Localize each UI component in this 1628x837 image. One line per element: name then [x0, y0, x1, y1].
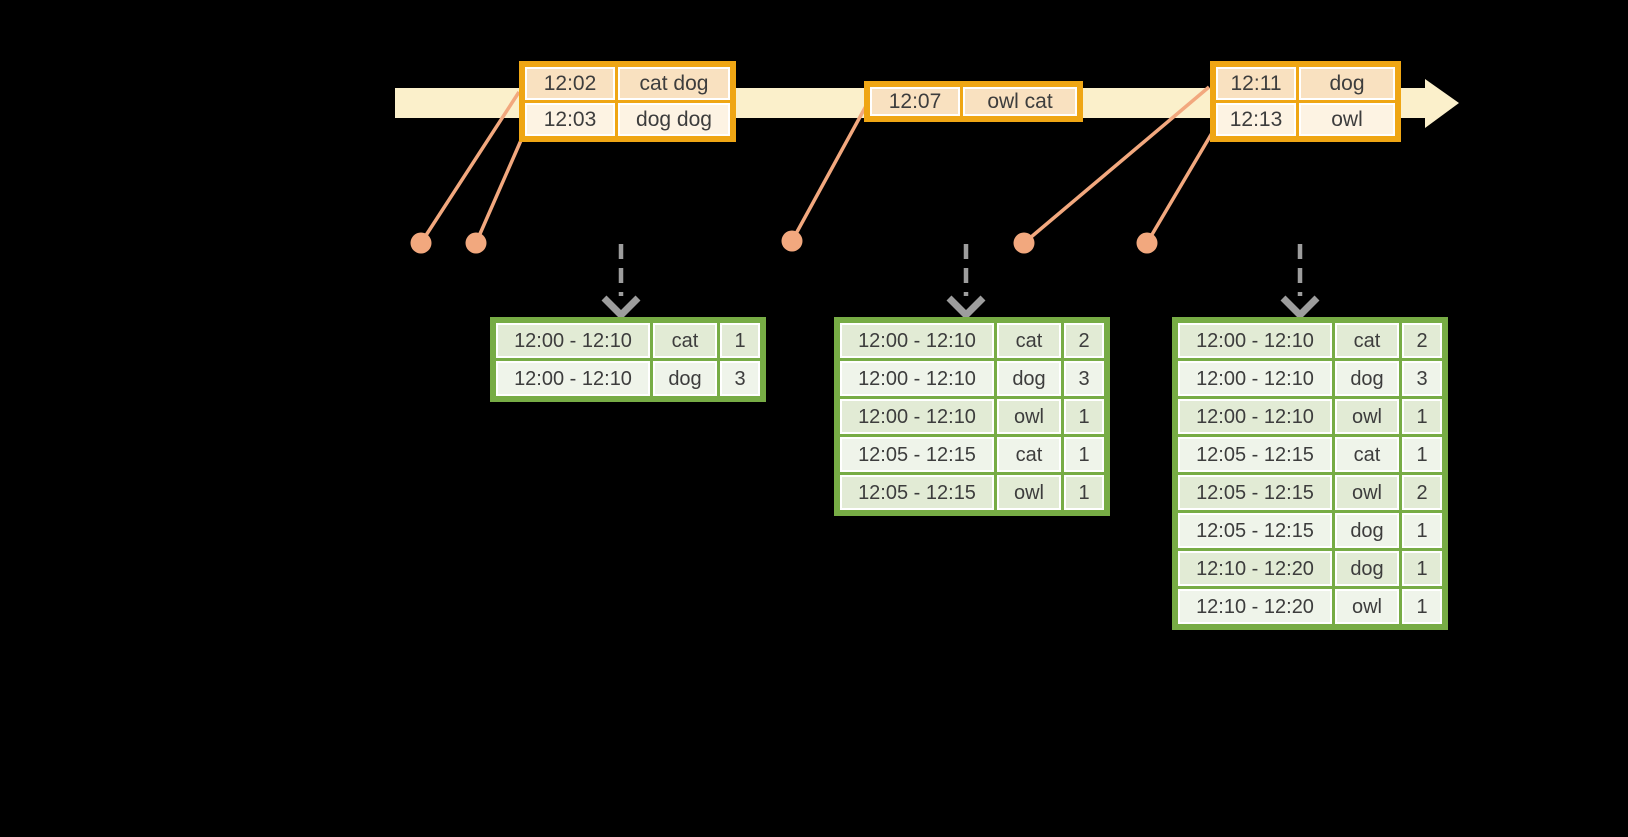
result-word-cell: cat: [997, 323, 1061, 358]
event-words-cell: cat dog: [618, 67, 730, 100]
result-row: 12:05 - 12:15 owl 2: [1178, 475, 1442, 510]
result-window-cell: 12:00 - 12:10: [1178, 399, 1332, 434]
result-window-cell: 12:00 - 12:10: [840, 323, 994, 358]
result-window-cell: 12:00 - 12:10: [496, 323, 650, 358]
event-time-cell: 12:07: [870, 87, 960, 116]
result-window-cell: 12:00 - 12:10: [840, 361, 994, 396]
event-link-line-4: [1022, 85, 1211, 245]
result-row: 12:00 - 12:10 cat 2: [1178, 323, 1442, 358]
trigger-arrows: [601, 244, 1320, 320]
event-dot-1: [410, 232, 432, 254]
event-link-line-3: [790, 105, 868, 242]
result-window-cell: 12:00 - 12:10: [1178, 361, 1332, 396]
result-row: 12:05 - 12:15 cat 1: [840, 437, 1104, 472]
trigger-arrowhead-icon-1: [601, 295, 641, 320]
result-window-cell: 12:05 - 12:15: [840, 475, 994, 510]
result-table-1: 12:00 - 12:10 cat 1 12:00 - 12:10 dog 3: [490, 317, 766, 402]
event-row: 12:02 cat dog: [525, 67, 730, 100]
event-row: 12:11 dog: [1216, 67, 1395, 100]
event-dot-2: [465, 232, 487, 254]
result-window-cell: 12:00 - 12:10: [496, 361, 650, 396]
result-row: 12:00 - 12:10 cat 2: [840, 323, 1104, 358]
event-table-1: 12:02 cat dog 12:03 dog dog: [519, 61, 736, 142]
result-count-cell: 1: [1064, 399, 1104, 434]
result-word-cell: dog: [1335, 513, 1399, 548]
result-row: 12:00 - 12:10 dog 3: [840, 361, 1104, 396]
event-row: 12:03 dog dog: [525, 103, 730, 136]
result-count-cell: 1: [1402, 589, 1442, 624]
event-words-cell: owl cat: [963, 87, 1077, 116]
result-row: 12:00 - 12:10 owl 1: [1178, 399, 1442, 434]
result-count-cell: 2: [1402, 475, 1442, 510]
result-count-cell: 1: [1402, 551, 1442, 586]
event-time-cell: 12:03: [525, 103, 615, 136]
result-word-cell: dog: [997, 361, 1061, 396]
result-count-cell: 3: [1064, 361, 1104, 396]
result-window-cell: 12:00 - 12:10: [840, 399, 994, 434]
result-table-3: 12:00 - 12:10 cat 2 12:00 - 12:10 dog 3 …: [1172, 317, 1448, 630]
result-word-cell: owl: [1335, 399, 1399, 434]
result-table-2: 12:00 - 12:10 cat 2 12:00 - 12:10 dog 3 …: [834, 317, 1110, 516]
result-word-cell: cat: [997, 437, 1061, 472]
event-time-cell: 12:02: [525, 67, 615, 100]
event-words-cell: dog: [1299, 67, 1395, 100]
event-words-cell: owl: [1299, 103, 1395, 136]
result-count-cell: 1: [1064, 437, 1104, 472]
result-row: 12:05 - 12:15 owl 1: [840, 475, 1104, 510]
event-dot-3: [781, 230, 803, 252]
result-count-cell: 2: [1064, 323, 1104, 358]
event-time-cell: 12:11: [1216, 67, 1296, 100]
result-word-cell: dog: [1335, 361, 1399, 396]
event-time-cell: 12:13: [1216, 103, 1296, 136]
result-row: 12:10 - 12:20 owl 1: [1178, 589, 1442, 624]
result-row: 12:00 - 12:10 dog 3: [496, 361, 760, 396]
result-count-cell: 1: [720, 323, 760, 358]
event-dot-5: [1136, 232, 1158, 254]
result-word-cell: cat: [1335, 437, 1399, 472]
result-row: 12:00 - 12:10 cat 1: [496, 323, 760, 358]
result-row: 12:10 - 12:20 dog 1: [1178, 551, 1442, 586]
result-word-cell: owl: [997, 399, 1061, 434]
result-count-cell: 1: [1402, 437, 1442, 472]
result-word-cell: cat: [1335, 323, 1399, 358]
result-word-cell: dog: [653, 361, 717, 396]
result-count-cell: 1: [1064, 475, 1104, 510]
result-count-cell: 1: [1402, 399, 1442, 434]
event-link-lines: [419, 85, 1214, 245]
event-row: 12:07 owl cat: [870, 87, 1077, 116]
event-dot-4: [1013, 232, 1035, 254]
result-window-cell: 12:05 - 12:15: [1178, 437, 1332, 472]
event-table-3: 12:11 dog 12:13 owl: [1210, 61, 1401, 142]
timeline-arrowhead-icon: [1425, 79, 1459, 128]
event-link-line-1: [419, 91, 521, 244]
event-table-2: 12:07 owl cat: [864, 81, 1083, 122]
result-count-cell: 3: [720, 361, 760, 396]
result-window-cell: 12:05 - 12:15: [1178, 475, 1332, 510]
result-count-cell: 1: [1402, 513, 1442, 548]
result-window-cell: 12:10 - 12:20: [1178, 551, 1332, 586]
trigger-arrowhead-icon-2: [946, 295, 986, 320]
result-row: 12:00 - 12:10 owl 1: [840, 399, 1104, 434]
result-word-cell: dog: [1335, 551, 1399, 586]
result-word-cell: owl: [997, 475, 1061, 510]
trigger-arrowhead-icon-3: [1280, 295, 1320, 320]
result-word-cell: owl: [1335, 475, 1399, 510]
event-row: 12:13 owl: [1216, 103, 1395, 136]
result-window-cell: 12:10 - 12:20: [1178, 589, 1332, 624]
result-row: 12:05 - 12:15 cat 1: [1178, 437, 1442, 472]
result-word-cell: cat: [653, 323, 717, 358]
result-window-cell: 12:05 - 12:15: [1178, 513, 1332, 548]
event-words-cell: dog dog: [618, 103, 730, 136]
event-link-line-2: [474, 137, 524, 244]
result-window-cell: 12:00 - 12:10: [1178, 323, 1332, 358]
event-marker-dots: [410, 230, 1158, 254]
result-word-cell: owl: [1335, 589, 1399, 624]
result-window-cell: 12:05 - 12:15: [840, 437, 994, 472]
result-count-cell: 2: [1402, 323, 1442, 358]
event-link-line-5: [1145, 132, 1214, 244]
result-row: 12:05 - 12:15 dog 1: [1178, 513, 1442, 548]
result-count-cell: 3: [1402, 361, 1442, 396]
result-row: 12:00 - 12:10 dog 3: [1178, 361, 1442, 396]
